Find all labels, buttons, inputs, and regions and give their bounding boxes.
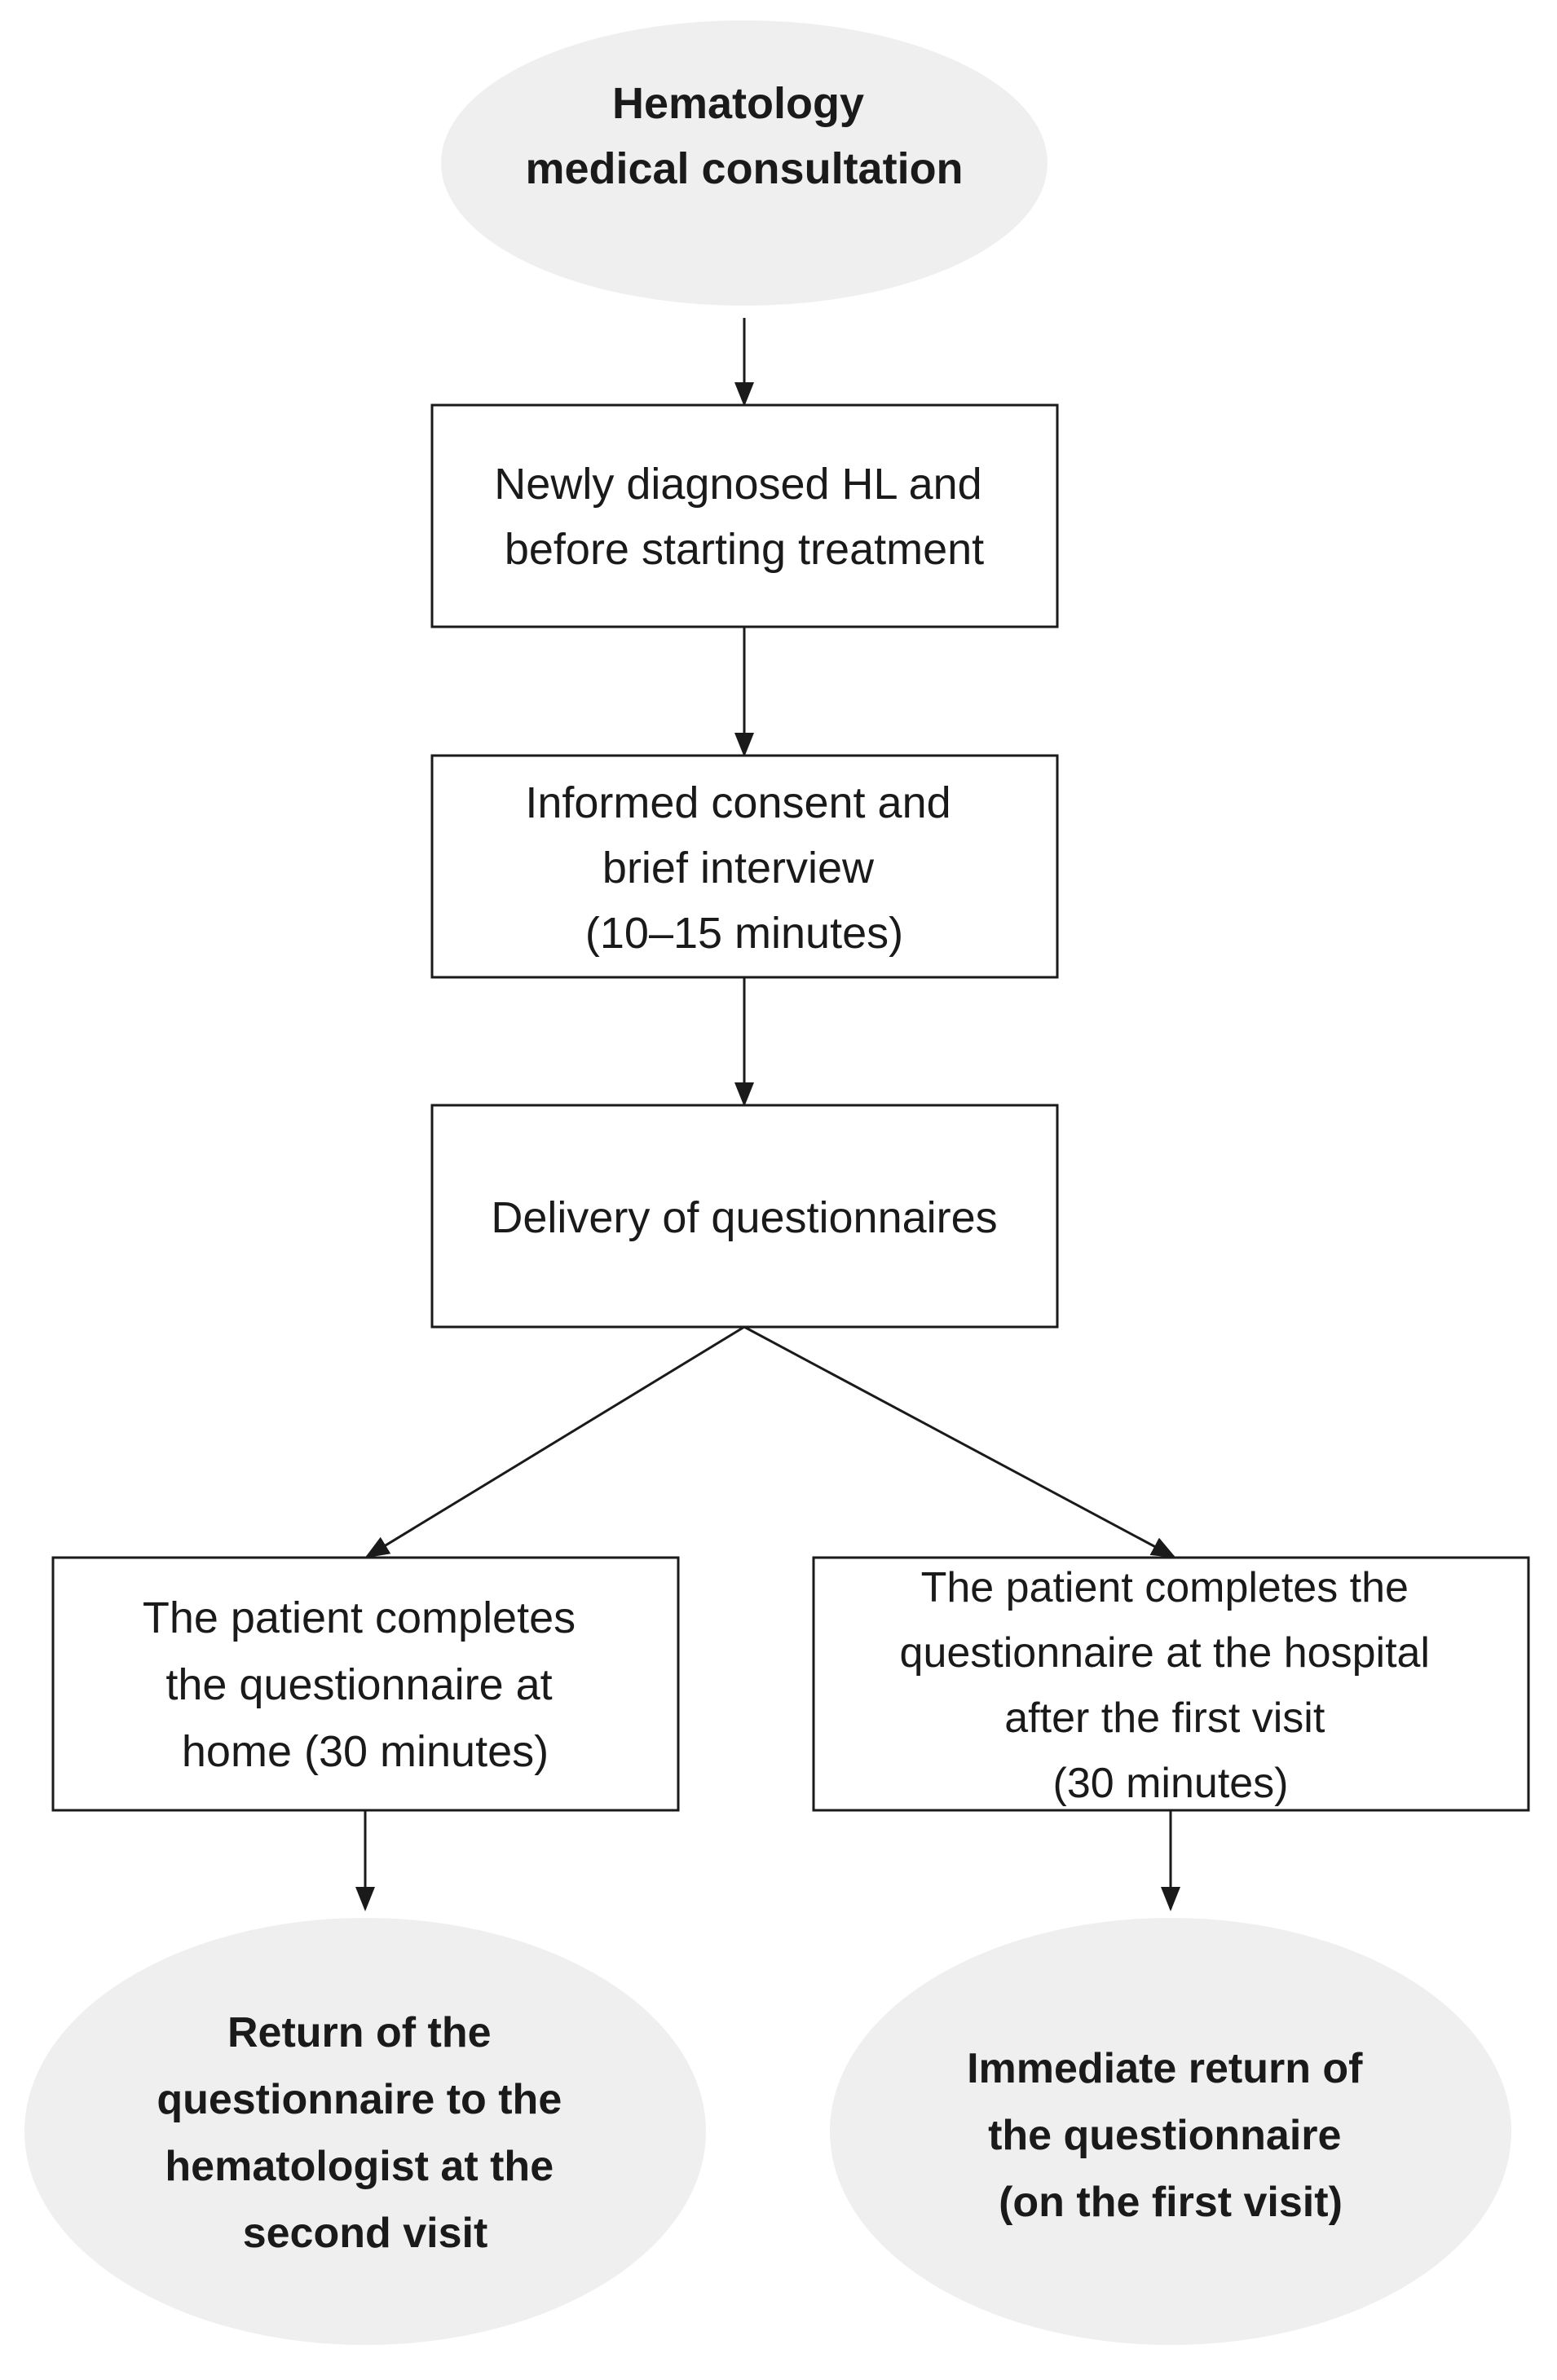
- delivery-box: [430, 1104, 1059, 1329]
- return-immediate-line-3: (on the first visit): [999, 2179, 1343, 2226]
- start-ellipse: [441, 20, 1048, 306]
- newly-diagnosed-node: Newly diagnosed HL and before starting t…: [430, 403, 1059, 628]
- hospital-text: The patient completes the questionnaire …: [900, 1564, 1442, 1807]
- return-second-line-4: second visit: [243, 2210, 488, 2257]
- hospital-line-3: after the first visit: [1004, 1695, 1325, 1742]
- newly-diagnosed-box: [430, 403, 1059, 628]
- delivery-line-1: Delivery of questionnaires: [491, 1193, 997, 1242]
- return-second-ellipse: [24, 1918, 706, 2345]
- start-node: Hematology medical consultation: [441, 20, 1048, 306]
- return-second-line-1: Return of the: [227, 2009, 492, 2056]
- home-line-1: The patient completes: [143, 1593, 576, 1642]
- return-second-node: Return of the questionnaire to the hemat…: [24, 1918, 706, 2345]
- return-immediate-line-2: the questionnaire: [988, 2112, 1341, 2159]
- home-line-2: the questionnaire at: [165, 1660, 552, 1709]
- consent-line-3: (10–15 minutes): [585, 909, 903, 958]
- newly-diagnosed-line-1: Newly diagnosed HL and: [494, 460, 981, 509]
- return-immediate-text: Immediate return of the questionnaire (o…: [967, 2045, 1374, 2226]
- delivery-text: Delivery of questionnaires: [491, 1193, 997, 1242]
- hospital-line-1: The patient completes the: [921, 1564, 1409, 1611]
- return-immediate-line-1: Immediate return of: [967, 2045, 1363, 2092]
- consent-line-1: Informed consent and: [525, 778, 951, 827]
- hospital-box: [812, 1556, 1530, 1812]
- return-second-line-2: questionnaire to the: [157, 2076, 562, 2123]
- return-second-text: Return of the questionnaire to the hemat…: [157, 2009, 573, 2257]
- arrow-delivery-to-home: [364, 1325, 745, 1558]
- start-line-1: Hematology: [612, 79, 864, 128]
- newly-diagnosed-line-2: before starting treatment: [505, 525, 984, 574]
- home-text: The patient completes the questionnaire …: [143, 1593, 588, 1776]
- consent-node: Informed consent and brief interview (10…: [430, 754, 1059, 979]
- home-line-3: home (30 minutes): [182, 1727, 549, 1776]
- home-box: [51, 1556, 680, 1812]
- return-immediate-node: Immediate return of the questionnaire (o…: [830, 1918, 1511, 2345]
- hospital-node: The patient completes the questionnaire …: [812, 1556, 1530, 1812]
- return-immediate-ellipse: [830, 1918, 1511, 2345]
- start-line-2: medical consultation: [525, 144, 963, 193]
- consent-line-2: brief interview: [602, 844, 875, 892]
- return-second-line-3: hematologist at the: [165, 2143, 554, 2190]
- delivery-node: Delivery of questionnaires: [430, 1104, 1059, 1329]
- arrow-delivery-to-hospital: [743, 1325, 1176, 1558]
- consent-text: Informed consent and brief interview (10…: [525, 778, 963, 958]
- newly-diagnosed-text: Newly diagnosed HL and before starting t…: [494, 460, 994, 574]
- start-node-text: Hematology medical consultation: [525, 79, 963, 193]
- home-node: The patient completes the questionnaire …: [51, 1556, 680, 1812]
- hospital-line-2: questionnaire at the hospital: [900, 1629, 1430, 1677]
- consent-box: [430, 754, 1059, 979]
- hospital-line-4: (30 minutes): [1053, 1760, 1289, 1807]
